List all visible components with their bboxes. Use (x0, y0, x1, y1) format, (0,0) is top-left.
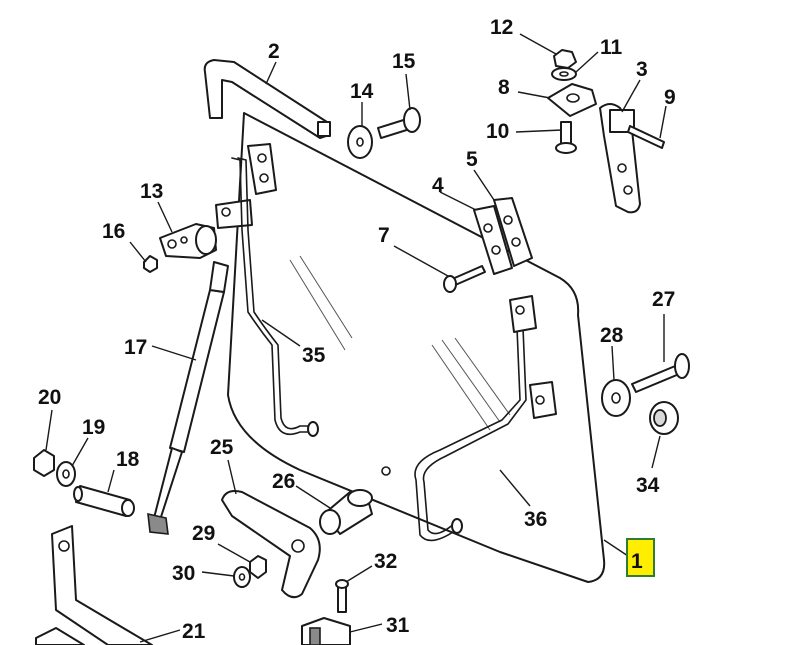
part-hinge-leaf[interactable] (599, 103, 641, 214)
callout-1[interactable]: 1 (631, 550, 643, 573)
callout-10[interactable]: 10 (486, 120, 509, 143)
callout-9[interactable]: 9 (664, 86, 676, 109)
part-bushing[interactable] (649, 401, 679, 435)
part-pin[interactable] (627, 125, 665, 149)
part-gas-strut[interactable] (147, 261, 229, 535)
callout-35[interactable]: 35 (302, 344, 326, 367)
part-buffer[interactable] (319, 489, 373, 535)
part-lever-bracket[interactable] (221, 490, 321, 599)
callout-20[interactable]: 20 (38, 386, 61, 409)
callout-18[interactable]: 18 (116, 448, 140, 471)
part-washer-19[interactable] (56, 461, 76, 487)
part-screw-32[interactable] (335, 579, 349, 613)
callout-1-highlight (626, 538, 655, 577)
callout-27[interactable]: 27 (652, 288, 675, 311)
part-stud[interactable] (73, 485, 135, 517)
callout-34[interactable]: 34 (636, 474, 660, 497)
callout-21[interactable]: 21 (182, 620, 206, 643)
part-hinge-plate-4[interactable] (473, 205, 513, 275)
callout-5[interactable]: 5 (466, 148, 478, 171)
part-bolt-7[interactable] (443, 265, 486, 293)
callout-36[interactable]: 36 (524, 508, 547, 531)
part-handle[interactable] (203, 59, 331, 139)
part-bolt-15[interactable] (377, 107, 421, 139)
part-nut-29[interactable] (249, 555, 267, 579)
part-hinge-plate-5[interactable] (493, 197, 533, 267)
part-frame-lower-left[interactable] (35, 525, 153, 645)
part-nut-20[interactable] (33, 449, 55, 477)
part-nut-16[interactable] (143, 255, 158, 273)
leader-lines (45, 33, 667, 643)
part-rod-35[interactable] (231, 157, 315, 436)
callout-14[interactable]: 14 (350, 80, 374, 103)
part-strut-end-fitting[interactable] (159, 223, 217, 259)
callout-16[interactable]: 16 (102, 220, 125, 243)
part-washer-11[interactable] (551, 67, 577, 81)
callout-8[interactable]: 8 (498, 76, 510, 99)
part-block[interactable] (547, 83, 597, 117)
part-washer-14[interactable] (347, 125, 373, 159)
callout-25[interactable]: 25 (210, 436, 234, 459)
callout-4[interactable]: 4 (432, 174, 444, 197)
part-nut-12[interactable] (553, 49, 577, 69)
part-latch[interactable] (301, 617, 351, 645)
callout-29[interactable]: 29 (192, 522, 215, 545)
callout-19[interactable]: 19 (82, 416, 105, 439)
callout-11[interactable]: 11 (600, 36, 623, 59)
callout-15[interactable]: 15 (392, 50, 416, 73)
part-hinge-bracket-left[interactable] (215, 143, 277, 229)
callout-31[interactable]: 31 (386, 614, 410, 637)
part-rod-bracket-upper[interactable] (509, 295, 537, 333)
callout-2[interactable]: 2 (268, 40, 280, 63)
part-rod-bracket-lower[interactable] (529, 381, 557, 419)
callout-26[interactable]: 26 (272, 470, 295, 493)
part-rod-36[interactable] (414, 303, 521, 542)
callout-17[interactable]: 17 (124, 336, 147, 359)
callout-labels: 1 2 3 4 5 7 8 9 10 11 12 13 14 15 16 17 … (38, 16, 676, 643)
part-spacer[interactable] (601, 379, 631, 417)
callout-28[interactable]: 28 (600, 324, 624, 347)
callout-30[interactable]: 30 (172, 562, 195, 585)
callout-32[interactable]: 32 (374, 550, 397, 573)
callout-7[interactable]: 7 (378, 224, 390, 247)
part-bolt-10[interactable] (555, 121, 577, 154)
part-glass-panel[interactable] (227, 112, 606, 583)
callout-3[interactable]: 3 (636, 58, 648, 81)
part-bolt-27[interactable] (631, 353, 690, 393)
callout-12[interactable]: 12 (490, 16, 513, 39)
part-washer-30[interactable] (233, 566, 251, 588)
callout-13[interactable]: 13 (140, 180, 163, 203)
